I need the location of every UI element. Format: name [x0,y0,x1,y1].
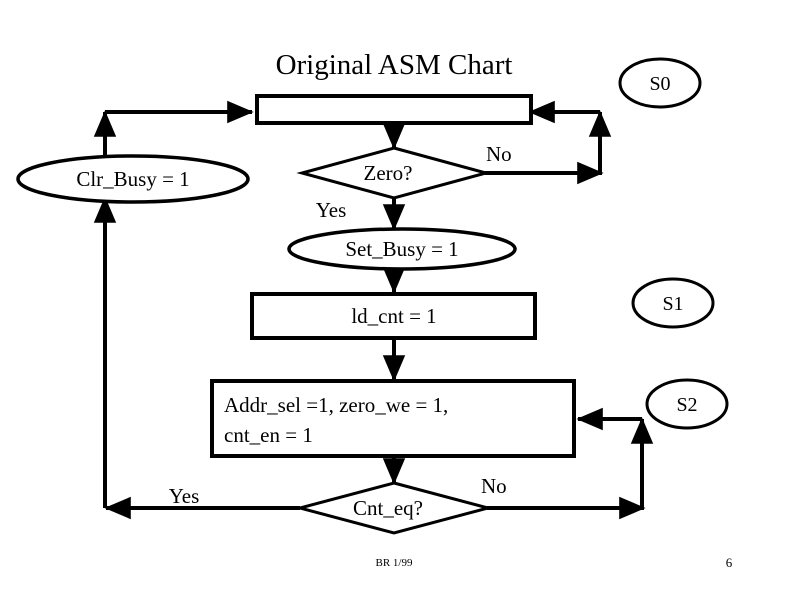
conditional-oval-set-busy-label: Set_Busy = 1 [345,237,458,261]
state-label-s0-text: S0 [649,73,670,95]
edge-label-zero-no: No [486,142,512,166]
edge-clr-busy-to-s0box [93,100,254,160]
edge-label-cnt-eq-no: No [481,474,507,498]
edge-cnt-eq-yes-loop [93,196,300,520]
state-box-ld-cnt-label: ld_cnt = 1 [351,304,436,328]
edge-cnt-eq-no-loop [487,407,654,520]
edge-label-cnt-eq-yes: Yes [169,484,200,508]
page-title: Original ASM Chart [276,49,513,81]
state-box-addr-sel: Addr_sel =1, zero_we = 1, cnt_en = 1 [210,379,576,458]
decision-diamond-zero-label: Zero? [364,161,413,185]
decision-diamond-zero: Zero? [296,146,492,200]
state-box-ld-cnt: ld_cnt = 1 [250,292,537,340]
decision-diamond-cnt-eq: Cnt_eq? [294,481,494,535]
edge-zero-no-loop [485,100,612,185]
page-number: 6 [726,555,733,570]
conditional-oval-set-busy: Set_Busy = 1 [287,227,517,271]
conditional-oval-clr-busy: Clr_Busy = 1 [16,154,250,204]
state-label-s1-text: S1 [662,293,683,315]
state-label-s0: S0 [618,57,702,109]
conditional-oval-clr-busy-label: Clr_Busy = 1 [76,167,189,191]
state-box-addr-sel-label-line2: cnt_en = 1 [224,423,313,447]
state-box-s0 [255,94,533,125]
state-box-addr-sel-label-line1: Addr_sel =1, zero_we = 1, [224,393,448,417]
edge-label-zero-yes: Yes [316,198,347,222]
footer-note: BR 1/99 [376,557,413,569]
decision-diamond-cnt-eq-label: Cnt_eq? [353,496,423,520]
state-label-s1: S1 [631,277,715,329]
state-label-s2: S2 [645,378,729,430]
state-label-s2-text: S2 [676,394,697,416]
